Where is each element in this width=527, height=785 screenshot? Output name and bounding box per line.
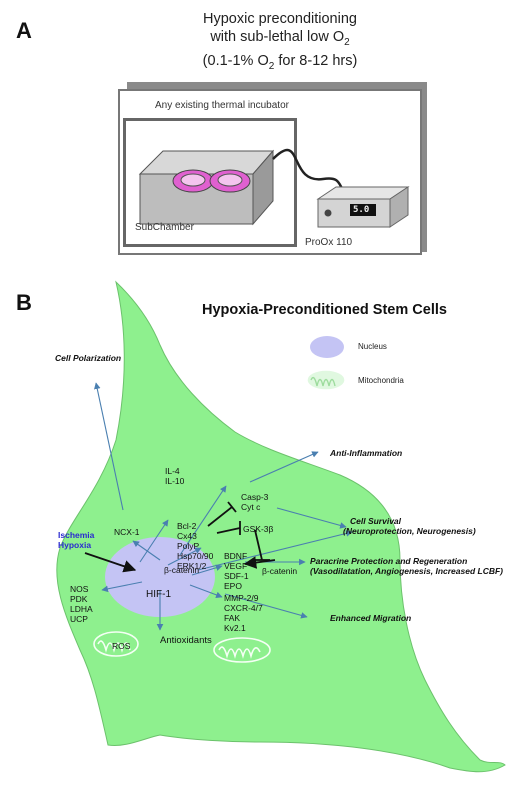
label-bdnf: BDNF VEGF SDF-1 EPO: [224, 551, 249, 591]
inhibit-bcl-gsk: [216, 527, 241, 534]
label-mmp: MMP-2/9 CXCR-4/7 FAK Kv2.1: [224, 593, 263, 633]
label-cell-polarization: Cell Polarization: [55, 353, 122, 363]
inhibit-bcl-casp: [207, 506, 233, 527]
arrow-hif-bcl: [167, 547, 202, 566]
incubator-label: Any existing thermal incubator: [155, 100, 289, 111]
label-il: IL-4 IL-10: [165, 466, 185, 486]
panel-a-title: Hypoxic preconditioning with sub-lethal …: [120, 10, 440, 76]
cell-body: [56, 280, 506, 773]
label-bcl: Bcl-2 Cx43 PolyP Hsp70/90 ERK1/2: [177, 521, 214, 571]
label-beta-catenin-right: β-catenin: [262, 566, 298, 576]
arrow-hif-ncx: [132, 540, 161, 561]
label-paracrine-detail: (Vasodilatation, Angiogenesis, Increased…: [310, 566, 504, 576]
controller-label: ProOx 110: [305, 237, 353, 248]
label-beta-catenin-left: β-catenin: [164, 565, 200, 575]
controller-knob: [324, 209, 332, 217]
arrow-hif-beta: [139, 519, 169, 563]
arrow-survival: [276, 507, 347, 529]
panel-a-letter: A: [16, 18, 32, 43]
arrow-survival-2: [197, 530, 353, 571]
arrow-hif-il: [179, 485, 227, 556]
mitochondria-cell-1: [93, 631, 139, 657]
title-line-3: (0.1-1% O2 for 8-12 hrs): [202, 52, 358, 72]
arrow-stimulus-hif: [84, 552, 137, 573]
label-anti-inflammation: Anti-Inflammation: [330, 448, 403, 458]
legend-nucleus-swatch: [310, 336, 344, 358]
device-illustration: [138, 148, 410, 228]
label-ncx: NCX-1: [114, 527, 140, 537]
subchamber-side: [252, 149, 274, 226]
label-nos: NOS PDK LDHA UCP: [70, 584, 93, 624]
arrow-hif-bdnf: [191, 564, 223, 576]
arrow-hif-nos: [101, 581, 143, 593]
label-stimulus: Ischemia Hypoxia: [58, 530, 94, 550]
label-casp: Casp-3 Cyt c: [241, 492, 269, 512]
label-cell-survival: Cell Survival: [350, 516, 402, 526]
inhibit-gsk-beta: [254, 529, 263, 561]
panel-b-title: Hypoxia-Preconditioned Stem Cells: [202, 302, 447, 318]
label-cell-survival-detail: (Neuroprotection, Neurogenesis): [343, 526, 476, 536]
label-paracrine: Paracrine Protection and Regeneration: [310, 556, 468, 566]
panel-b-letter: B: [16, 290, 32, 315]
controller-display: 5.0: [353, 205, 370, 215]
label-gsk: GSK-3β: [243, 524, 274, 534]
arrow-hif-mmp: [189, 584, 223, 599]
controller-screen: [350, 204, 376, 216]
label-hypoxia: Hypoxia: [58, 540, 92, 550]
label-hif: HIF-1: [146, 589, 171, 600]
title-line-1: Hypoxic preconditioning: [203, 11, 357, 27]
arrow-polarization: [94, 382, 124, 511]
mitochondria-cell-2: [213, 637, 271, 663]
arrow-beta-bdnf: [243, 556, 276, 569]
label-antioxidants: Antioxidants: [160, 635, 212, 646]
title-line-2: with sub-lethal low O2: [210, 29, 350, 48]
nucleus: [105, 537, 215, 617]
legend-nucleus-label: Nucleus: [358, 342, 387, 351]
label-ros: ROS: [112, 641, 131, 651]
label-ischemia: Ischemia: [58, 530, 95, 540]
arrow-anti-inflammation: [249, 451, 319, 483]
subchamber-label: SubChamber: [135, 222, 194, 233]
legend-mitochondria-swatch: [306, 369, 346, 391]
legend-mitochondria-label: Mitochondria: [358, 376, 404, 385]
arrow-migration: [224, 593, 308, 619]
label-enhanced-migration: Enhanced Migration: [330, 613, 412, 623]
